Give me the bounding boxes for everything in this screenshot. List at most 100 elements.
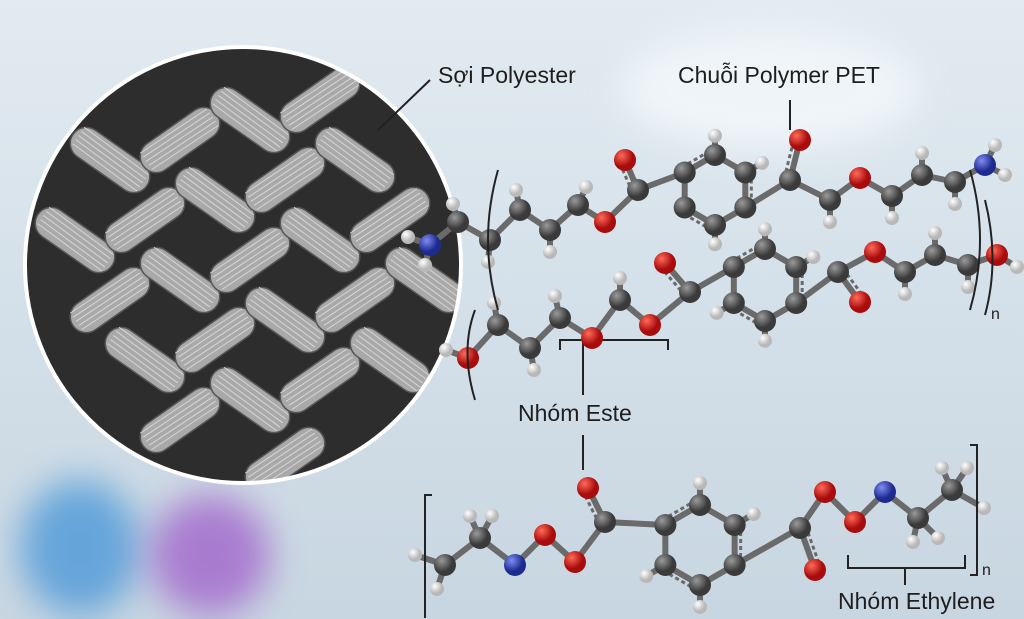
carbon-atom [734, 161, 757, 184]
carbon-atom [654, 514, 677, 536]
hydrogen-atom [898, 287, 912, 301]
hydrogen-atom [446, 197, 460, 211]
carbon-atom [722, 256, 745, 278]
hydrogen-atom [709, 305, 724, 320]
hydrogen-atom [823, 215, 837, 229]
fiber-strand [209, 86, 291, 154]
background-lab-window [620, 30, 920, 150]
carbon-atom [944, 171, 966, 193]
hydrogen-atom [988, 138, 1002, 152]
fiber-strand [209, 226, 291, 294]
carbon-atom [479, 229, 501, 251]
hydrogen-atom [408, 548, 422, 562]
carbon-atom [894, 261, 916, 283]
label-ester-group: Nhóm Este [518, 400, 632, 426]
hydrogen-atom [961, 280, 975, 294]
carbon-atom [734, 196, 757, 219]
carbon-atom [779, 169, 801, 191]
hydrogen-atom [579, 180, 593, 194]
hydrogen-atom [960, 461, 974, 475]
carbon-atom [754, 238, 776, 260]
carbon-atom [881, 185, 903, 207]
hydrogen-atom [639, 569, 654, 583]
molecule-atoms [401, 128, 1024, 614]
carbon-atom [819, 189, 841, 211]
hydrogen-atom [693, 600, 707, 614]
fiber-strand [104, 186, 186, 254]
fiber-strand [139, 106, 221, 174]
fiber-strand [139, 246, 221, 314]
fiber-leader-line [377, 79, 431, 131]
carbon-atom [434, 554, 456, 576]
oxygen-atom [534, 524, 556, 546]
carbon-atom [567, 194, 589, 216]
fiber-strand [384, 246, 461, 314]
double-bond [618, 161, 634, 193]
fiber-strand [174, 166, 256, 234]
repeat-brackets [424, 169, 994, 618]
carbon-atom [911, 164, 933, 186]
hydrogen-atom [401, 230, 415, 244]
carbon-atom [539, 219, 561, 241]
carbon-atom [704, 144, 726, 166]
hydrogen-atom [948, 197, 962, 211]
bracket-bottom-right [970, 444, 978, 576]
hydrogen-atom [931, 531, 945, 545]
hydrogen-atom [1010, 260, 1024, 274]
hydrogen-atom [708, 128, 722, 143]
fiber-strand [244, 146, 326, 214]
carbon-atom [509, 199, 531, 221]
fiber-strand [34, 206, 116, 274]
carbon-atom [673, 161, 696, 184]
carbon-atom [689, 494, 711, 516]
nitrogen-atom [504, 554, 526, 576]
hydrogen-atom [527, 363, 541, 377]
hydrogen-atom [509, 183, 523, 197]
carbon-atom [723, 554, 746, 576]
oxygen-atom [844, 511, 866, 533]
background-lab-flask [150, 495, 270, 615]
label-ethylene-group: Nhóm Ethylene [838, 588, 996, 614]
fiber-strand [104, 326, 186, 394]
fiber-strand [69, 126, 151, 194]
oxygen-atom [614, 149, 636, 171]
bracket-mid-left [466, 309, 476, 401]
hydrogen-atom [543, 245, 557, 259]
carbon-atom [704, 214, 726, 236]
oxygen-atom [577, 477, 599, 499]
carbon-atom [673, 196, 696, 219]
hydrogen-atom [430, 582, 444, 596]
fiber-strand [349, 186, 431, 254]
oxygen-atom [581, 327, 603, 349]
hydrogen-atom [758, 333, 772, 348]
hydrogen-atom [439, 343, 453, 357]
hydrogen-atom [613, 271, 627, 285]
molecule-bonds [405, 132, 1020, 610]
carbon-atom [789, 517, 811, 539]
hydrogen-atom [418, 258, 432, 272]
carbon-atom [785, 256, 808, 278]
fiber-strand [139, 386, 221, 454]
fiber-strand [69, 266, 151, 334]
oxygen-atom [864, 241, 886, 263]
oxygen-atom [814, 481, 836, 503]
carbon-atom [827, 261, 849, 283]
oxygen-atom [654, 252, 676, 274]
hydrogen-atom [906, 535, 920, 549]
carbon-atom [723, 514, 746, 536]
hydrogen-atom [998, 168, 1012, 182]
oxygen-atom [804, 559, 826, 581]
carbon-atom [957, 254, 979, 276]
ethylene-bracket [847, 555, 966, 585]
fiber-strand [314, 266, 396, 334]
carbon-atom [722, 292, 745, 314]
oxygen-atom [564, 551, 586, 573]
carbon-atom [609, 289, 631, 311]
hydrogen-atom [693, 476, 707, 490]
fiber-micrograph [25, 47, 461, 483]
fiber-strand [244, 286, 326, 354]
carbon-atom [941, 479, 963, 501]
micrograph-border [23, 45, 463, 485]
hydrogen-atom [754, 155, 769, 170]
